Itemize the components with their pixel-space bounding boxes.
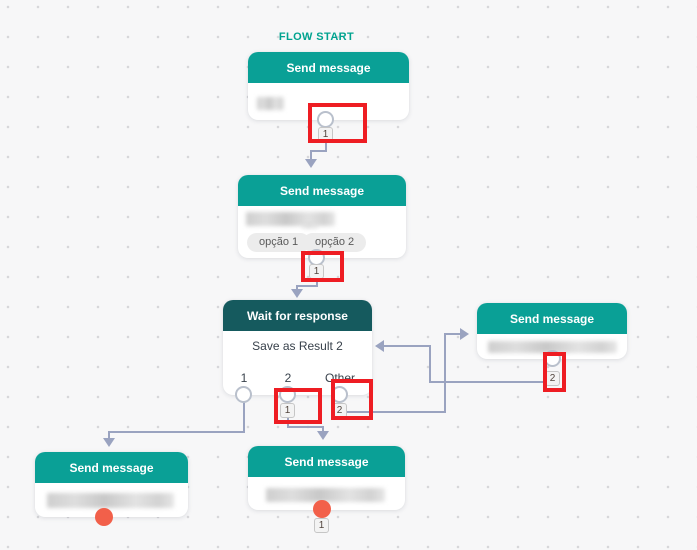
annotation-rect-2: [301, 251, 344, 282]
node-send-message-3-title: Send message: [477, 303, 627, 334]
blurred-message-text: [257, 97, 284, 110]
annotation-rect-5: [543, 352, 566, 392]
node5-output-port-unconnected[interactable]: [313, 500, 331, 518]
blurred-message-text: [47, 493, 174, 508]
blurred-ellipsis: [302, 223, 318, 229]
option-button-2[interactable]: opção 2: [303, 233, 367, 252]
wait-output2-badge: 1: [280, 403, 295, 418]
connector-wait1-to-send4: [103, 402, 245, 447]
node-send-message-4-title: Send message: [35, 452, 188, 483]
connector-send2-to-wait: [291, 280, 318, 298]
output-label-1: 1: [240, 371, 248, 385]
node-send-message-5-title: Send message: [248, 446, 405, 477]
annotation-rect-3: [274, 388, 322, 424]
flow-start-label: FLOW START: [278, 31, 355, 43]
node-send-message-5[interactable]: Send message: [248, 446, 405, 510]
node-send-message-1[interactable]: Send message: [248, 52, 409, 120]
connector-waitother-to-send3: [347, 328, 469, 413]
node4-output-port-unconnected[interactable]: [95, 508, 113, 526]
blurred-message-text: [246, 212, 335, 226]
annotation-rect-4: [331, 379, 373, 420]
blurred-message-text: [488, 341, 617, 353]
wait-output-port-1[interactable]: [235, 386, 252, 403]
node-send-message-1-title: Send message: [248, 52, 409, 83]
node-send-message-2-title: Send message: [238, 175, 406, 206]
option-button-1[interactable]: opção 1: [247, 233, 311, 252]
node-wait-title: Wait for response: [223, 300, 372, 331]
node-send-message-4[interactable]: Send message: [35, 452, 188, 517]
node-send-message-2[interactable]: Send message opção 1 opção 2: [238, 175, 406, 258]
output-label-2: 2: [284, 371, 292, 385]
connector-send3-to-wait: [375, 340, 548, 383]
save-as-result-label: Save as Result 2: [252, 339, 343, 353]
annotation-rect-1: [308, 103, 367, 143]
node5-output-badge: 1: [314, 518, 329, 533]
node-send-message-3[interactable]: Send message: [477, 303, 627, 359]
connector-send1-to-send2: [305, 140, 327, 168]
blurred-message-text: [266, 488, 385, 502]
